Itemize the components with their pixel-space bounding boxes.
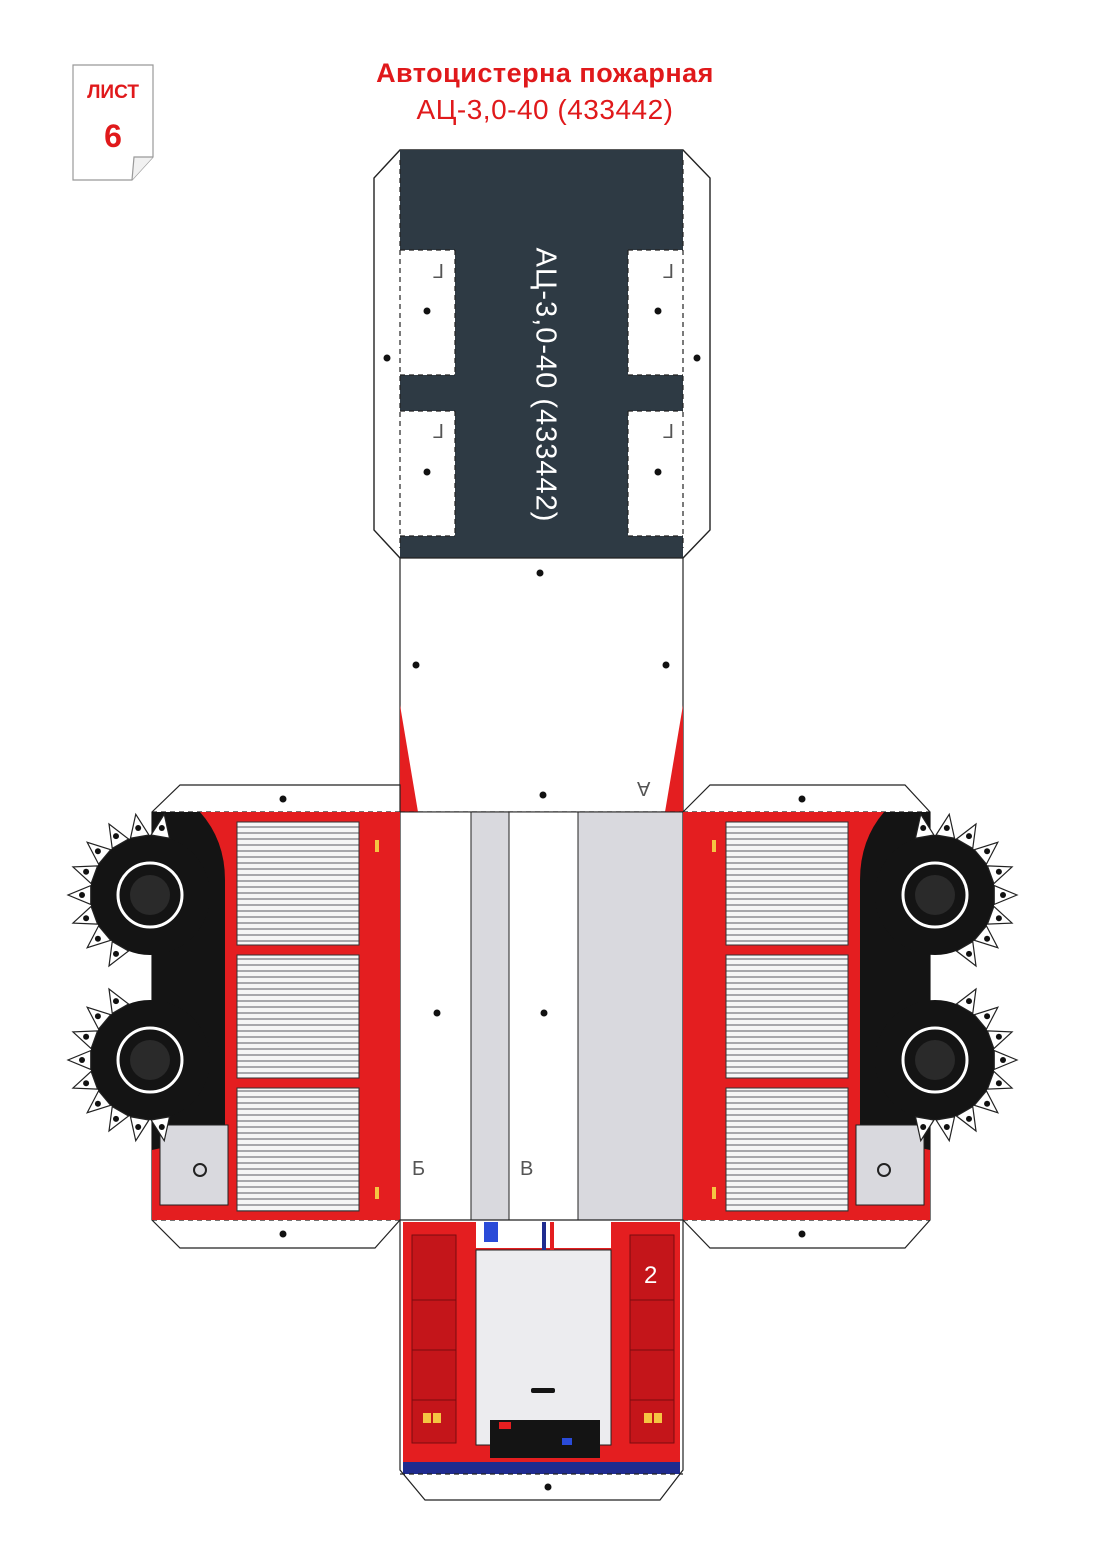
glue-dot (966, 950, 972, 957)
glue-dot (984, 935, 991, 942)
glue-dot (83, 1080, 90, 1087)
glue-dot (943, 1123, 950, 1130)
glue-dot (158, 825, 165, 832)
glue-dot (984, 1100, 991, 1107)
marker-a: А (637, 777, 651, 799)
glue-tab (71, 1030, 99, 1050)
glue-dot (995, 915, 1002, 922)
sheet-label: ЛИСТ (87, 82, 139, 103)
glue-dot (158, 1123, 165, 1130)
marker-g-2: Г (663, 259, 674, 281)
glue-dot (94, 848, 101, 855)
wheel-icon (90, 1000, 210, 1120)
glue-dot (984, 1013, 991, 1020)
glue-dot (113, 833, 119, 840)
glue-tab (71, 865, 99, 885)
marker-g-3: Г (433, 419, 444, 441)
glue-dot (94, 1100, 101, 1107)
glue-dot (995, 868, 1002, 875)
roof-model-label: АЦ-3,0-40 (433442) (529, 247, 562, 523)
glue-dot (113, 1115, 119, 1122)
rear-door-number: 2 (644, 1262, 658, 1289)
glue-dot (83, 1033, 90, 1040)
glue-dot (135, 825, 142, 832)
glue-dot (83, 868, 90, 875)
marker-b: Б (412, 1158, 426, 1180)
glue-dot (113, 950, 119, 957)
glue-dot (995, 1033, 1002, 1040)
glue-tab (986, 1030, 1014, 1050)
page-title: Автоцистерна пожарная (376, 58, 714, 88)
sheet-badge: ЛИСТ 6 (72, 64, 154, 181)
glue-dot (984, 848, 991, 855)
glue-dot (113, 998, 119, 1005)
wheel-icon (875, 835, 995, 955)
marker-g-4: Г (663, 419, 674, 441)
glue-dot (135, 1123, 142, 1130)
glue-dot (966, 998, 972, 1005)
glue-dot (920, 1123, 927, 1130)
glue-dot (995, 1080, 1002, 1087)
wheel-icon (875, 1000, 995, 1120)
glue-tab (986, 1070, 1014, 1090)
glue-dot (83, 915, 90, 922)
marker-v: В (520, 1158, 534, 1180)
roof-panel (373, 149, 711, 559)
glue-dot (94, 935, 101, 942)
left-side-panel (66, 784, 401, 1249)
center-strips (399, 811, 684, 1221)
wheel-icon (90, 835, 210, 955)
glue-tab (71, 1070, 99, 1090)
rear-panel (399, 1219, 684, 1501)
glue-tab (986, 865, 1014, 885)
sheet-number: 6 (104, 118, 122, 154)
glue-tab (986, 905, 1014, 925)
glue-dot (966, 833, 972, 840)
glue-dot (79, 892, 85, 898)
glue-dot (94, 1013, 101, 1020)
glue-dot (1000, 892, 1006, 898)
page-subtitle: АЦ-3,0-40 (433442) (416, 94, 674, 125)
right-side-panel (682, 784, 1019, 1249)
glue-dot (966, 1115, 972, 1122)
marker-g-1: Г (433, 259, 444, 281)
glue-dot (1000, 1057, 1006, 1063)
glue-dot (943, 825, 950, 832)
page-corner-icon (72, 64, 154, 181)
glue-tab (71, 905, 99, 925)
glue-dot (920, 825, 927, 832)
front-panel (399, 557, 684, 813)
glue-dot (79, 1057, 85, 1063)
